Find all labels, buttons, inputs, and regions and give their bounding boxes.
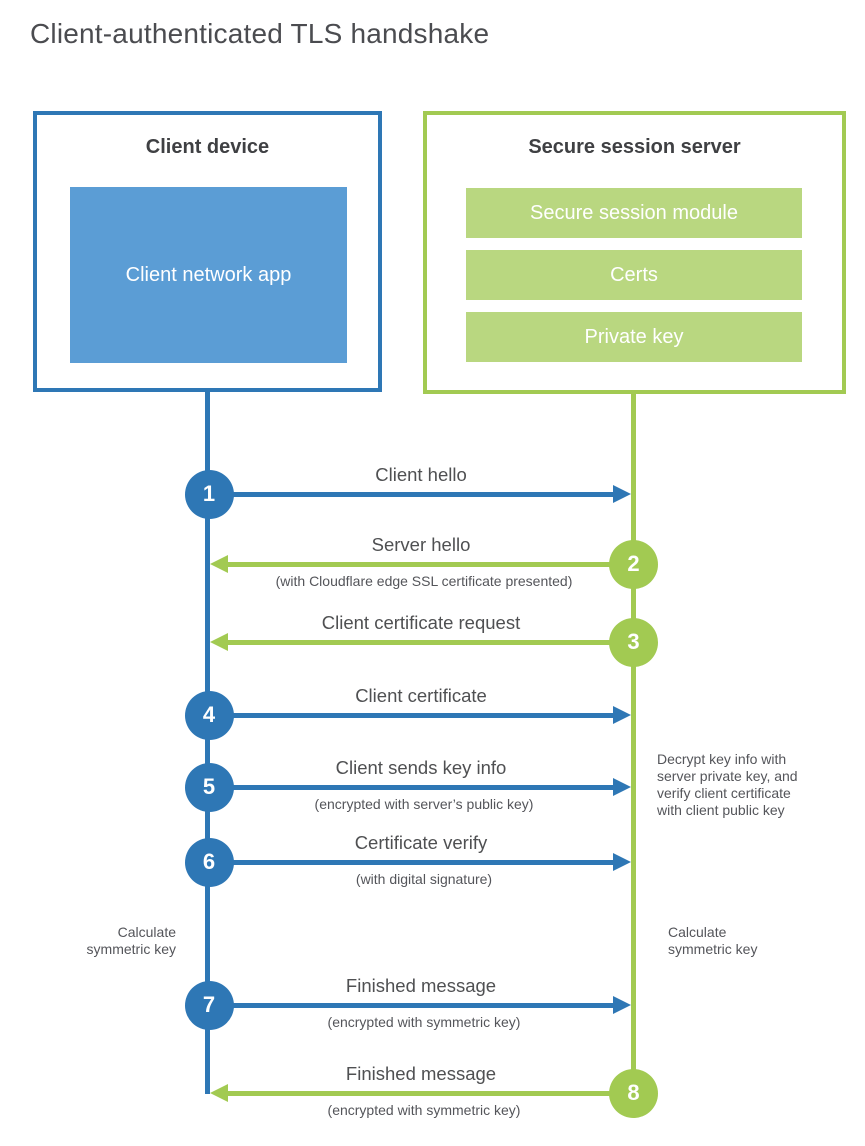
message-label: Client hello: [375, 464, 467, 485]
step-number: 5: [202, 774, 216, 799]
client-network-app-label: Client network app: [125, 264, 292, 286]
message-label: Finished message: [345, 975, 497, 996]
message-arrowhead-icon: [613, 706, 631, 724]
message-label: Finished message: [345, 1063, 497, 1084]
message-label: Client certificate: [355, 685, 487, 706]
step-number: 4: [202, 702, 216, 727]
page-title: Client-authenticated TLS handshake: [30, 18, 490, 49]
server-secure-session-module-bar: Secure session module: [466, 188, 802, 238]
step-number-badge: 8: [609, 1068, 658, 1118]
server-calc-symmetric-note: Calculate symmetric key: [668, 924, 758, 957]
server-timeline: [631, 390, 636, 1093]
server-decrypt-note: Decrypt key info with server private key…: [657, 751, 798, 818]
message-sublabel: (encrypted with symmetric key): [327, 1102, 521, 1118]
step-number-badge: 6: [184, 837, 234, 887]
message-label: Server hello: [371, 534, 471, 555]
message-sublabel: (encrypted with symmetric key): [327, 1014, 521, 1030]
step-number: 2: [627, 551, 640, 576]
client-timeline: [205, 390, 210, 1094]
message-arrow-shaft: [228, 562, 634, 567]
step-number: 1: [202, 481, 216, 506]
client-network-app-box: Client network app: [70, 187, 347, 363]
message-label: Client certificate request: [321, 612, 521, 633]
step-number: 6: [202, 849, 216, 874]
secure-session-server-heading: Secure session server: [528, 136, 741, 158]
message-sublabel: (encrypted with server’s public key): [314, 796, 534, 812]
message-arrowhead-icon: [210, 1084, 228, 1102]
message-arrow-shaft: [210, 785, 613, 790]
message-arrow-shaft: [210, 492, 613, 497]
message-arrow-shaft: [228, 1091, 634, 1096]
client-device-heading: Client device: [145, 136, 270, 158]
step-number-badge: 2: [609, 539, 658, 589]
message-arrowhead-icon: [613, 485, 631, 503]
message-arrowhead-icon: [613, 996, 631, 1014]
message-arrow-shaft: [210, 860, 613, 865]
message-arrowhead-icon: [210, 633, 228, 651]
message-arrow-shaft: [210, 713, 613, 718]
step-number-badge: 7: [184, 980, 234, 1030]
message-arrowhead-icon: [613, 778, 631, 796]
client-device-box: Client device Client network app: [33, 111, 382, 392]
message-sublabel: (with digital signature): [355, 871, 493, 887]
secure-session-server-box: Secure session server Secure session mod…: [423, 111, 846, 394]
message-label: Certificate verify: [354, 832, 488, 853]
step-number-badge: 1: [184, 469, 234, 519]
client-calc-symmetric-note: Calculate symmetric key: [86, 924, 176, 957]
message-arrowhead-icon: [210, 555, 228, 573]
message-arrow-shaft: [228, 640, 634, 645]
message-label: Client sends key info: [335, 757, 507, 778]
message-sublabel: (with Cloudflare edge SSL certificate pr…: [275, 573, 573, 589]
step-number-badge: 5: [184, 762, 234, 812]
message-arrowhead-icon: [613, 853, 631, 871]
step-number-badge: 4: [184, 690, 234, 740]
server-certs-bar: Certs: [466, 250, 802, 300]
server-private-key-bar: Private key: [466, 312, 802, 362]
step-number: 8: [627, 1080, 640, 1105]
step-number-badge: 3: [609, 617, 658, 667]
step-number: 3: [627, 629, 640, 654]
step-number: 7: [202, 992, 216, 1017]
message-arrow-shaft: [210, 1003, 613, 1008]
